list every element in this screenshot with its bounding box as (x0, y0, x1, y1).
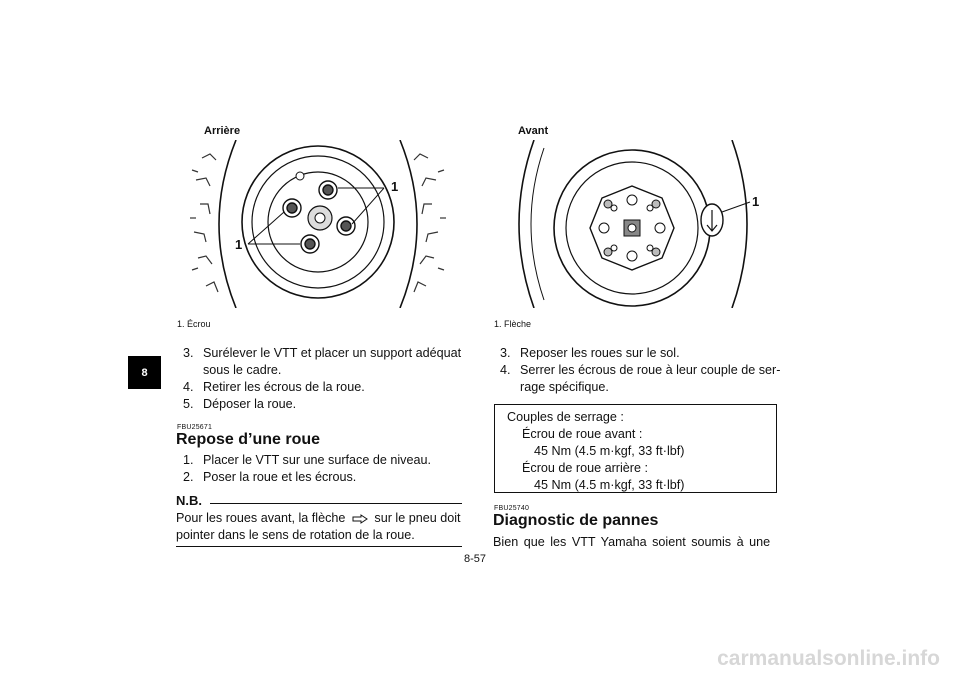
torque-title: Couples de serrage : (507, 410, 624, 424)
note-rule (210, 503, 462, 504)
list-item: 5.Déposer la roue. (183, 397, 297, 411)
list-item: 4.Retirer les écrous de la roue. (183, 380, 365, 394)
page-number: 8-57 (464, 553, 487, 565)
body-text: Bien que les VTT Yamaha soient soumis à … (493, 535, 771, 549)
rear-wheel-figure (190, 140, 446, 308)
section-heading: Repose d’une roue (176, 431, 321, 448)
figure-label-rear: Arrière (204, 125, 241, 137)
list-item: 3.Surélever le VTT et placer un support … (183, 346, 462, 360)
arrow-right-icon (352, 513, 368, 524)
list-item: 1.Placer le VTT sur une surface de nivea… (183, 453, 431, 467)
torque-front-value: 45 Nm (4.5 m·kgf, 33 ft·lbf) (534, 444, 685, 458)
list-item: 2.Poser la roue et les écrous. (183, 470, 357, 484)
steps-list: 3.Surélever le VTT et placer un support … (183, 345, 465, 413)
steps-list: 3.Reposer les roues sur le sol. 4.Serrer… (500, 345, 785, 396)
section-heading: Diagnostic de pannes (493, 512, 659, 529)
section-code: FBU25740 (494, 505, 530, 512)
note-rule (176, 546, 462, 547)
section-tab: 8 (128, 356, 161, 389)
torque-rear-value: 45 Nm (4.5 m·kgf, 33 ft·lbf) (534, 478, 685, 492)
list-item: rage spécifique. (520, 380, 609, 394)
watermark: carmanualsonline.info (717, 647, 940, 670)
note-title: N.B. (176, 493, 202, 508)
callout-number: 1 (235, 237, 243, 252)
torque-front-label: Écrou de roue avant : (522, 427, 643, 441)
section-code: FBU25671 (177, 424, 213, 431)
steps-list: 1.Placer le VTT sur une surface de nivea… (183, 452, 465, 486)
figure-caption: 1. Écrou (177, 319, 211, 329)
list-item: sous le cadre. (203, 363, 282, 377)
torque-spec-box: Couples de serrage : Écrou de roue avant… (494, 404, 777, 493)
list-item: 3.Reposer les roues sur le sol. (500, 346, 680, 360)
callout-number: 1 (752, 194, 760, 209)
front-wheel-figure (518, 140, 751, 308)
note-text: Pour les roues avant, la flèche sur le p… (176, 511, 461, 542)
figure-caption: 1. Flèche (494, 319, 532, 329)
figure-label-front: Avant (518, 125, 549, 137)
callout-number: 1 (391, 179, 399, 194)
torque-rear-label: Écrou de roue arrière : (522, 461, 648, 475)
list-item: 4.Serrer les écrous de roue à leur coupl… (500, 363, 781, 377)
